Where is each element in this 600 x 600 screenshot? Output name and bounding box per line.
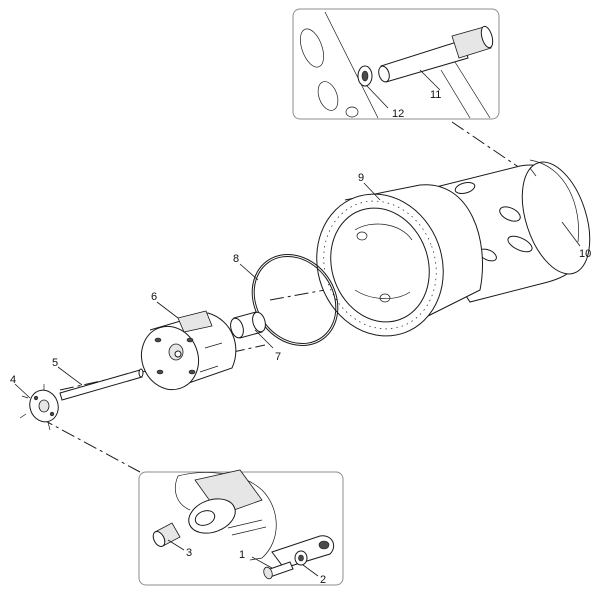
- hub-bolt-hole: [186, 337, 194, 343]
- callout-12: 12: [392, 108, 404, 120]
- callout-6: 6: [151, 291, 157, 303]
- centerline-top-detail: [451, 121, 521, 169]
- housing-slot: [317, 81, 339, 111]
- callout-4: 4: [10, 374, 16, 386]
- hub-bolt-hole: [188, 369, 196, 375]
- leader-8: [239, 263, 259, 281]
- sleeve-end: [252, 311, 266, 333]
- end-cap-pin: [33, 395, 39, 401]
- hub-bolt-hole: [154, 337, 162, 343]
- shaft-end: [138, 368, 144, 378]
- leader-10: [561, 221, 581, 247]
- leader-4: [14, 383, 31, 399]
- flange-hole: [356, 231, 368, 241]
- flange-ring-9: [316, 184, 483, 337]
- hub-detail: [204, 342, 223, 349]
- leader-11: [419, 69, 441, 91]
- leader-12: [366, 85, 389, 109]
- leader-6: [156, 301, 179, 319]
- housing-mark: [529, 167, 537, 177]
- pin-11-end: [378, 65, 390, 83]
- end-cap-pin: [49, 411, 55, 417]
- housing-edge: [454, 61, 491, 119]
- hub-center-hole: [174, 350, 182, 358]
- bolt-1-head: [263, 566, 273, 580]
- flange-hole: [379, 293, 391, 303]
- end-cap-tab: [21, 395, 29, 399]
- leader-1: [251, 556, 273, 569]
- leader-9: [363, 182, 381, 201]
- leader-3: [167, 539, 185, 551]
- housing-outline: [175, 475, 191, 511]
- housing-slot: [499, 206, 521, 222]
- housing-edge: [227, 519, 263, 529]
- detail-view-top: [292, 8, 500, 120]
- housing-slot: [300, 28, 324, 68]
- lug-hole: [318, 540, 330, 550]
- sleeve-face: [230, 317, 244, 339]
- hub-notch: [177, 310, 213, 333]
- housing-edge: [440, 69, 471, 119]
- callout-10: 10: [579, 248, 591, 260]
- washer-2-hole: [298, 554, 304, 562]
- housing-slot: [345, 106, 359, 118]
- callout-1: 1: [239, 549, 245, 561]
- housing-outline: [177, 472, 277, 561]
- callout-5: 5: [52, 357, 58, 369]
- leader-2: [302, 564, 319, 577]
- leader-7: [254, 329, 274, 349]
- centerline-axis: [269, 289, 326, 301]
- cap-3-face: [152, 531, 166, 547]
- housing-slot: [507, 235, 533, 253]
- housing-rim: [529, 159, 579, 243]
- callout-3: 3: [186, 547, 192, 559]
- hub-detail: [199, 365, 219, 373]
- callout-8: 8: [233, 253, 239, 265]
- washer-12-hole: [361, 70, 369, 82]
- housing-boss: [454, 182, 476, 194]
- hub-bolt-hole: [156, 369, 164, 375]
- detail-view-bottom: [138, 469, 344, 586]
- shaft-5: [59, 368, 144, 401]
- sleeve-7: [230, 311, 266, 339]
- end-cap-tab: [19, 413, 27, 419]
- end-cap-center: [38, 399, 50, 413]
- callout-9: 9: [358, 172, 364, 184]
- end-cap-4: [19, 384, 59, 431]
- flange-inner-detail: [354, 223, 413, 241]
- flange-inner: [330, 207, 430, 323]
- flange-inner-detail: [354, 289, 411, 299]
- flange-bolt-circle: [323, 200, 437, 330]
- housing-edge: [231, 526, 267, 536]
- pin-11-head-face: [480, 25, 494, 49]
- leader-5: [57, 366, 83, 386]
- shaft-body: [59, 369, 143, 401]
- hub-face: [141, 325, 199, 391]
- housing-edge: [324, 11, 379, 119]
- end-cap-tab: [47, 421, 51, 431]
- housing-boss-hole: [194, 510, 216, 526]
- callout-2: 2: [320, 574, 326, 586]
- callout-7: 7: [275, 351, 281, 363]
- housing-end-face: [521, 161, 591, 275]
- hub-6: [141, 310, 237, 391]
- centerline-bottom-detail: [39, 417, 141, 473]
- callout-11: 11: [430, 89, 441, 101]
